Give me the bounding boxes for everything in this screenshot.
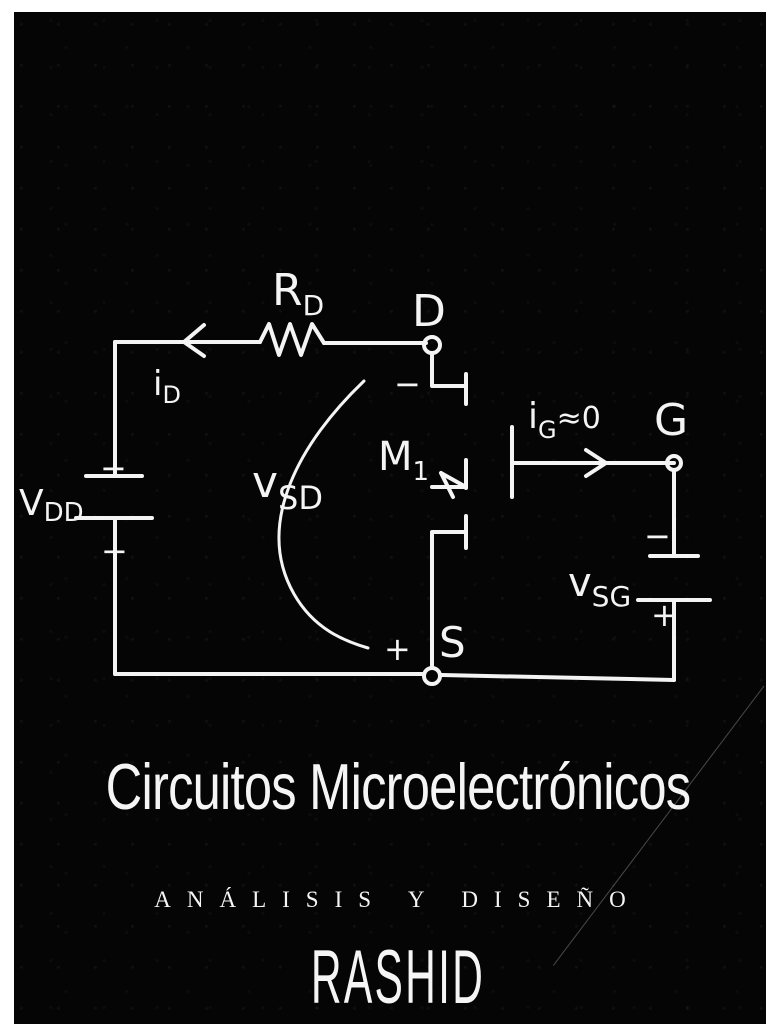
vsd-voltage-arc <box>277 379 370 650</box>
vsg-minus-label: − <box>644 517 671 555</box>
ig-label: iG≈0 <box>528 396 601 444</box>
gate-current-arrow-icon <box>584 448 608 478</box>
book-author: RASHID <box>310 935 486 1020</box>
rd-label: RD <box>272 265 324 322</box>
vsd-label: vSD <box>252 457 323 517</box>
source-plus-label: + <box>384 630 411 668</box>
vdd-minus-label: − <box>100 449 127 487</box>
drain-terminal-icon <box>422 335 442 355</box>
current-arrow-id-icon <box>182 323 206 358</box>
bottom-wire <box>113 672 676 682</box>
book-title: Circuitos Microelectrónicos <box>105 750 691 823</box>
drain-label: D <box>412 286 446 337</box>
vsg-battery-symbol <box>636 554 712 602</box>
mosfet-circuit-drawing: RD D iD VDD − + − vSD M1 iG≈0 G − vSG + … <box>19 265 712 686</box>
drain-minus-label: − <box>394 365 421 403</box>
source-terminal-icon <box>422 666 442 686</box>
vdd-plus-label: + <box>101 532 128 570</box>
vsg-plus-label: + <box>651 596 678 634</box>
vdd-label: VDD <box>19 483 84 528</box>
book-subtitle: ANÁLISIS Y DISEÑO <box>154 887 642 912</box>
gate-label: G <box>654 395 688 446</box>
mosfet-gate-plate <box>510 425 676 499</box>
id-label: iD <box>153 364 181 409</box>
book-cover: RD D iD VDD − + − vSD M1 iG≈0 G − vSG + … <box>14 12 766 1024</box>
rd-resistor-symbol <box>258 322 326 357</box>
vsg-label: vSG <box>568 560 631 613</box>
m1-label: M1 <box>378 434 429 487</box>
source-label: S <box>439 618 466 667</box>
body-arrow-icon <box>439 471 468 499</box>
vdd-battery-symbol <box>74 474 154 520</box>
